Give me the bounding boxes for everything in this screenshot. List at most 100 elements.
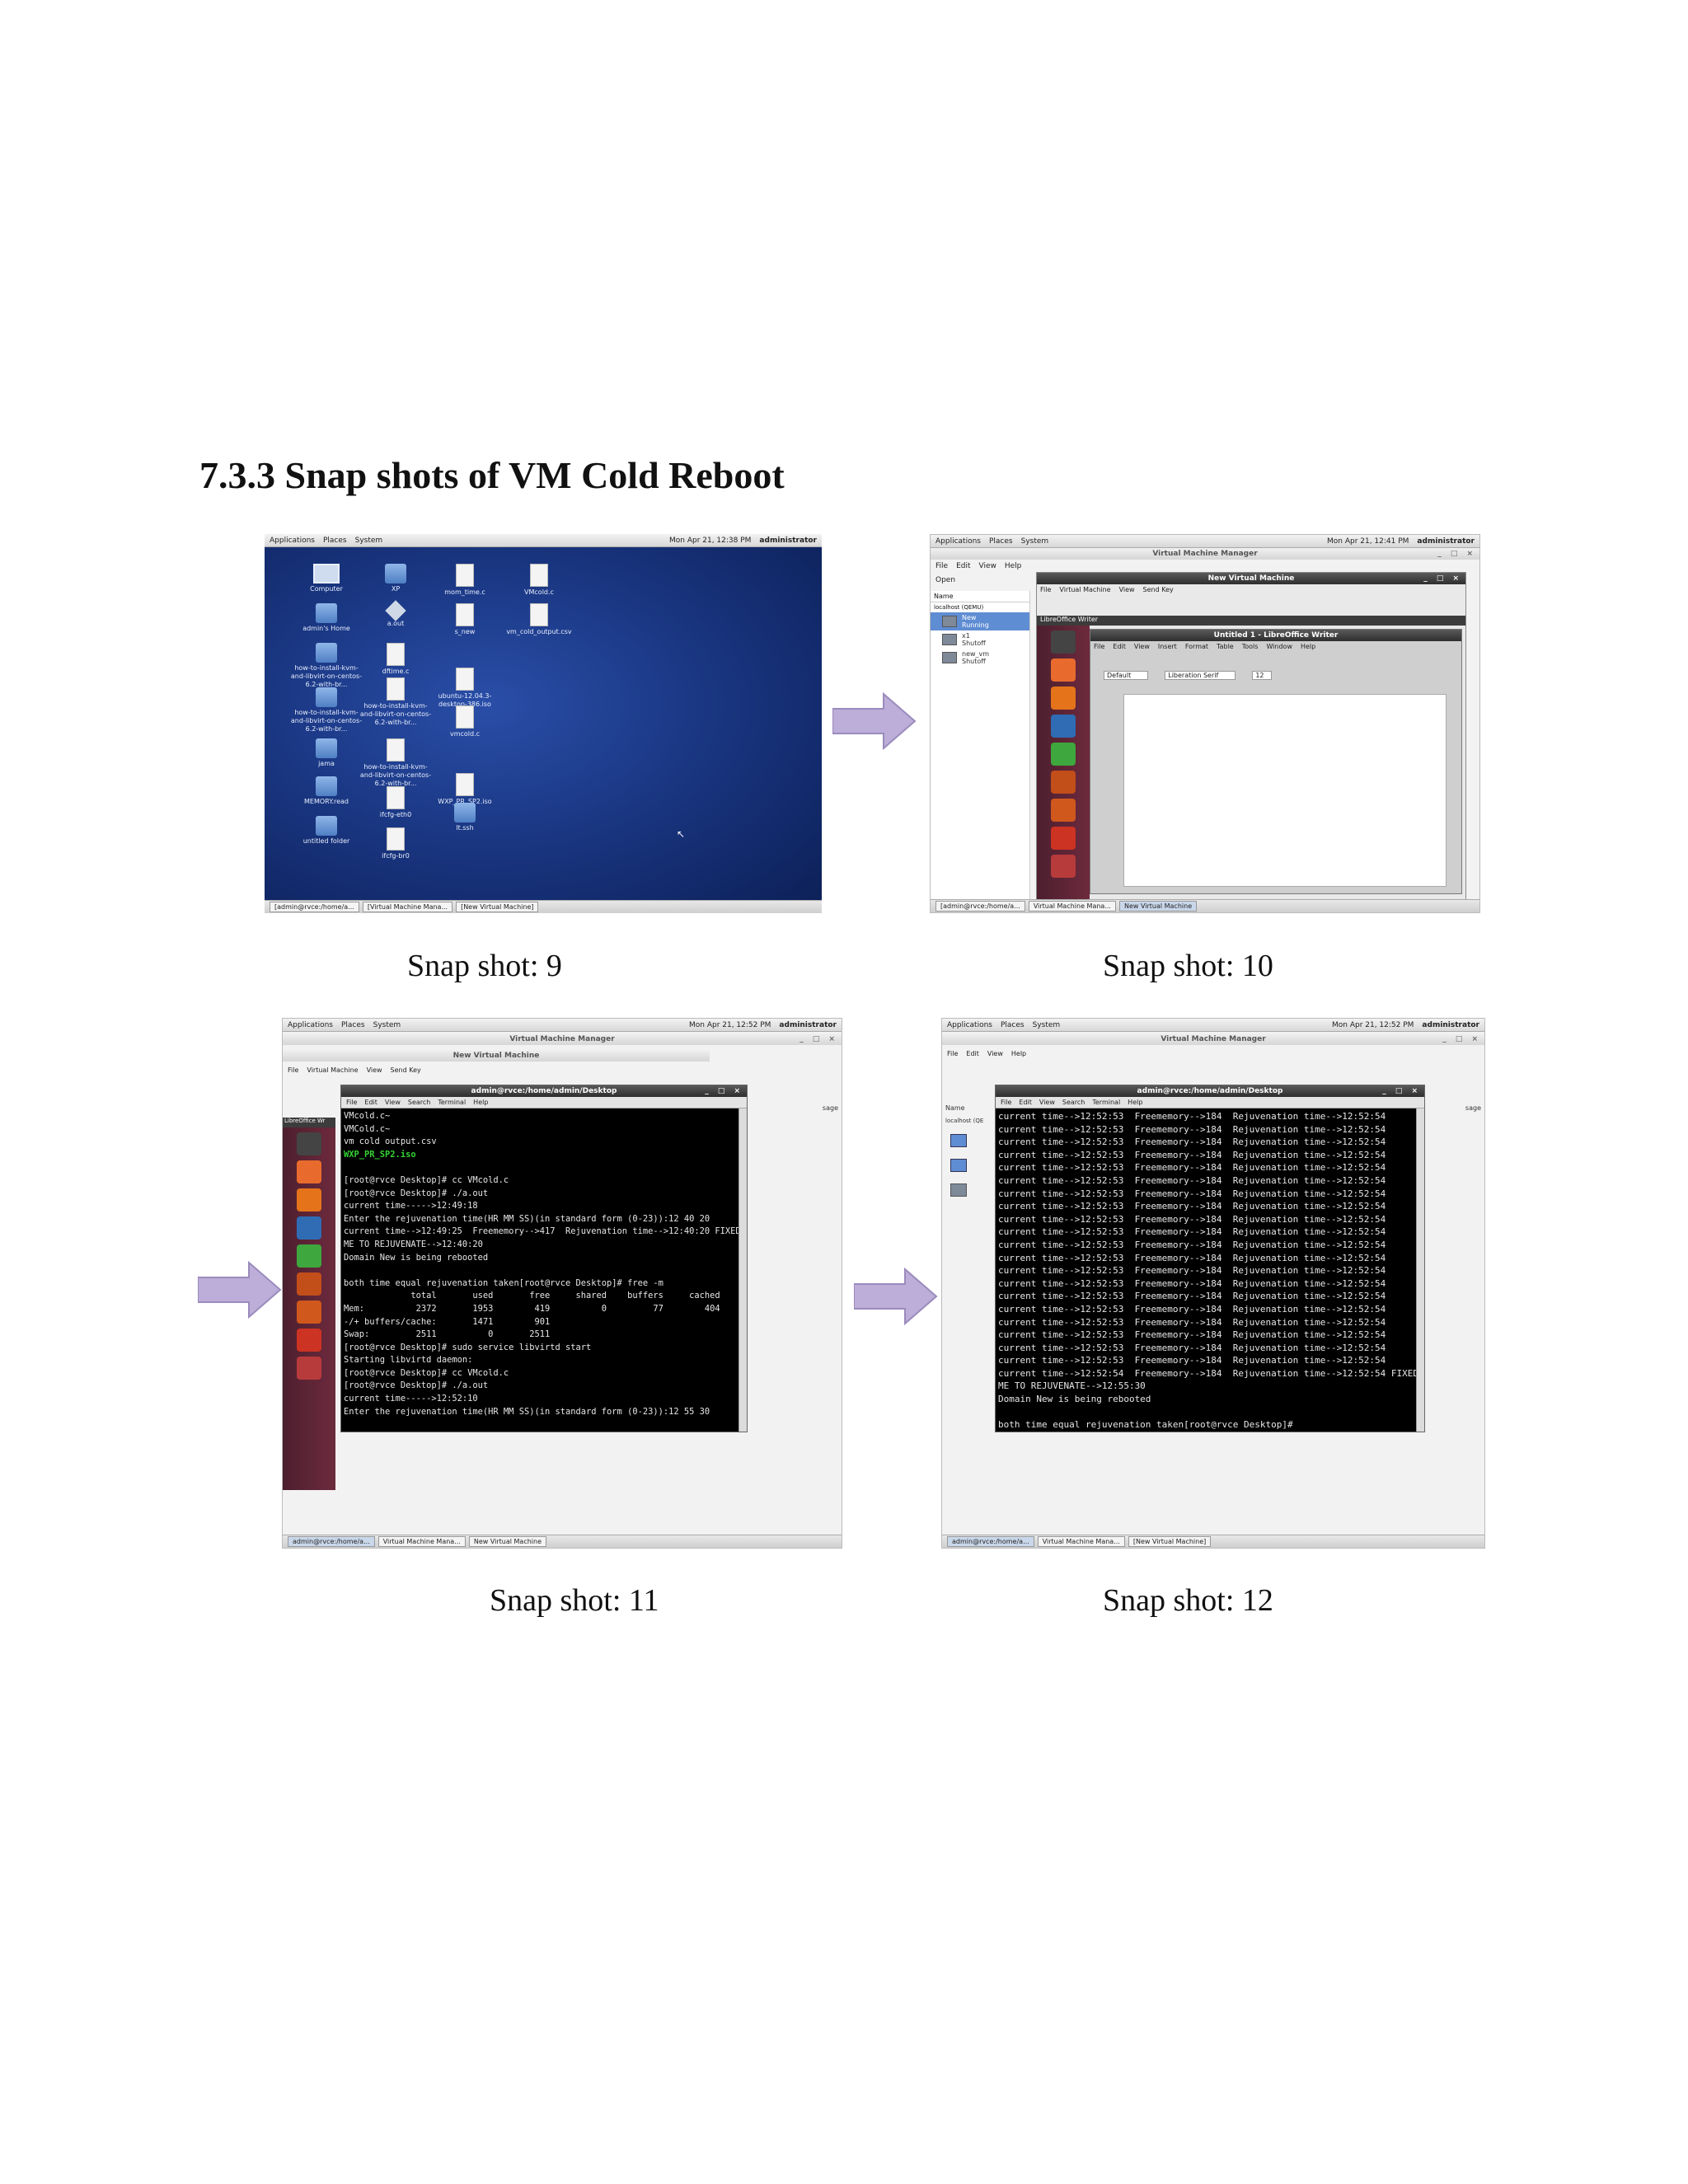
vm-icon[interactable]	[950, 1134, 967, 1147]
files-icon[interactable]	[1051, 658, 1076, 682]
menu-help[interactable]: Help	[1300, 643, 1316, 650]
firefox-icon[interactable]	[297, 1188, 321, 1212]
desktop-icon[interactable]: how-to-install-kvm-and-libvirt-on-centos…	[289, 643, 363, 689]
menu-view[interactable]: View	[1118, 586, 1135, 593]
menu-terminal[interactable]: Terminal	[1092, 1099, 1121, 1106]
task-terminal[interactable]: admin@rvce:/home/a...	[288, 1536, 375, 1547]
menu-view[interactable]: View	[978, 562, 996, 570]
desktop-icon[interactable]: a.out	[359, 600, 433, 628]
menu-table[interactable]: Table	[1217, 643, 1234, 650]
menu-terminal[interactable]: Terminal	[438, 1099, 467, 1106]
task-new-vm[interactable]: New Virtual Machine	[1118, 901, 1198, 912]
settings-icon[interactable]	[297, 1357, 321, 1380]
desktop-icon[interactable]: mom_time.c	[428, 564, 502, 597]
menu-help[interactable]: Help	[1004, 562, 1022, 570]
menu-places[interactable]: Places	[322, 536, 347, 545]
menu-edit[interactable]: Edit	[1113, 643, 1126, 650]
writer-icon[interactable]	[1051, 715, 1076, 738]
window-controls-icon[interactable]: _ □ ×	[799, 1035, 838, 1043]
menu-view[interactable]: View	[366, 1066, 382, 1074]
impress-icon[interactable]	[1051, 771, 1076, 794]
open-button[interactable]: Open	[935, 576, 956, 584]
clock[interactable]: Mon Apr 21, 12:52 PM	[1331, 1020, 1414, 1029]
terminal-output[interactable]: VMcold.c~ VMCold.c~ vm cold output.csv W…	[341, 1108, 739, 1432]
desktop-icon[interactable]: untitled folder	[289, 816, 363, 846]
window-controls-icon[interactable]: _ □ ×	[1437, 550, 1476, 558]
menu-view[interactable]: View	[1133, 643, 1150, 650]
vm-icon[interactable]	[950, 1183, 967, 1197]
menu-places[interactable]: Places	[340, 1020, 365, 1029]
menu-view[interactable]: View	[1039, 1099, 1055, 1106]
menu-virtual-machine[interactable]: Virtual Machine	[307, 1066, 359, 1074]
task-terminal[interactable]: [admin@rvce:/home/a...	[935, 901, 1025, 912]
menu-file[interactable]: File	[935, 562, 949, 570]
menu-file[interactable]: File	[288, 1066, 299, 1074]
task-new-vm[interactable]: New Virtual Machine	[468, 1536, 547, 1547]
desktop-icon[interactable]: s_new	[428, 603, 502, 636]
font-name-select[interactable]: Liberation Serif	[1165, 671, 1236, 680]
desktop-icon[interactable]: WXP_PR_SP2.iso	[428, 773, 502, 806]
host-row[interactable]: localhost (QE	[945, 1118, 984, 1124]
menu-file[interactable]: File	[1040, 586, 1052, 593]
user-name[interactable]: administrator	[1417, 537, 1475, 546]
writer-icon[interactable]	[297, 1216, 321, 1240]
window-controls-icon[interactable]: _ □ ×	[705, 1087, 743, 1095]
menu-send-key[interactable]: Send Key	[1142, 586, 1174, 593]
menu-view[interactable]: View	[987, 1050, 1003, 1057]
menu-edit[interactable]: Edit	[364, 1099, 377, 1106]
menu-applications[interactable]: Applications	[935, 537, 981, 546]
menu-system[interactable]: System	[1032, 1020, 1061, 1029]
window-controls-icon[interactable]: _ □ ×	[1423, 574, 1462, 583]
paragraph-style-select[interactable]: Default	[1104, 671, 1149, 680]
menu-edit[interactable]: Edit	[1019, 1099, 1032, 1106]
ubuntu-one-icon[interactable]	[1051, 827, 1076, 850]
desktop-icon[interactable]: Computer	[289, 564, 363, 593]
task-new-vm[interactable]: [New Virtual Machine]	[456, 902, 539, 912]
menu-window[interactable]: Window	[1266, 643, 1292, 650]
menu-send-key[interactable]: Send Key	[390, 1066, 421, 1074]
software-center-icon[interactable]	[297, 1301, 321, 1324]
menu-places[interactable]: Places	[1000, 1020, 1025, 1029]
menu-view[interactable]: View	[384, 1099, 401, 1106]
menu-virtual-machine[interactable]: Virtual Machine	[1059, 586, 1111, 593]
desktop-icon[interactable]: vmcold.c	[428, 705, 502, 738]
ubuntu-one-icon[interactable]	[297, 1329, 321, 1352]
software-center-icon[interactable]	[1051, 799, 1076, 822]
menu-file[interactable]: File	[346, 1099, 358, 1106]
user-name[interactable]: administrator	[759, 536, 817, 545]
menu-insert[interactable]: Insert	[1157, 643, 1177, 650]
user-name[interactable]: administrator	[1422, 1020, 1479, 1029]
task-new-vm[interactable]: [New Virtual Machine]	[1128, 1536, 1212, 1547]
document-page[interactable]	[1123, 694, 1447, 887]
user-name[interactable]: administrator	[779, 1020, 837, 1029]
desktop-icon[interactable]: ubuntu-12.04.3-desktop-386.iso	[428, 668, 502, 709]
task-vmm[interactable]: [Virtual Machine Mana...	[362, 902, 453, 912]
dash-icon[interactable]	[297, 1132, 321, 1155]
desktop-icon[interactable]: dftime.c	[359, 643, 433, 676]
menu-search[interactable]: Search	[407, 1099, 431, 1106]
desktop-icon[interactable]: admin's Home	[289, 603, 363, 633]
menu-tools[interactable]: Tools	[1241, 643, 1259, 650]
clock[interactable]: Mon Apr 21, 12:52 PM	[688, 1020, 771, 1029]
menu-system[interactable]: System	[1020, 537, 1049, 546]
host-row[interactable]: localhost (QEMU)	[934, 604, 984, 611]
menu-help[interactable]: Help	[1128, 1099, 1143, 1106]
menu-applications[interactable]: Applications	[947, 1020, 992, 1029]
menu-file[interactable]: File	[1094, 643, 1105, 650]
window-controls-icon[interactable]: _ □ ×	[1442, 1035, 1481, 1043]
desktop-icon[interactable]: how-to-install-kvm-and-libvirt-on-centos…	[359, 677, 433, 727]
desktop-icon[interactable]: MEMORY.read	[289, 776, 363, 806]
dash-icon[interactable]	[1051, 630, 1076, 654]
font-size-select[interactable]: 12	[1252, 671, 1272, 680]
menu-format[interactable]: Format	[1184, 643, 1209, 650]
menu-help[interactable]: Help	[1010, 1050, 1027, 1057]
desktop-icon[interactable]: jama	[289, 738, 363, 768]
menu-search[interactable]: Search	[1062, 1099, 1085, 1106]
terminal-scrollbar[interactable]	[1416, 1108, 1424, 1432]
menu-system[interactable]: System	[373, 1020, 401, 1029]
desktop-icon[interactable]: XP	[359, 564, 433, 593]
menu-file[interactable]: File	[1001, 1099, 1012, 1106]
vm-icon[interactable]	[950, 1159, 967, 1172]
desktop-icon[interactable]: VMcold.c	[502, 564, 576, 597]
